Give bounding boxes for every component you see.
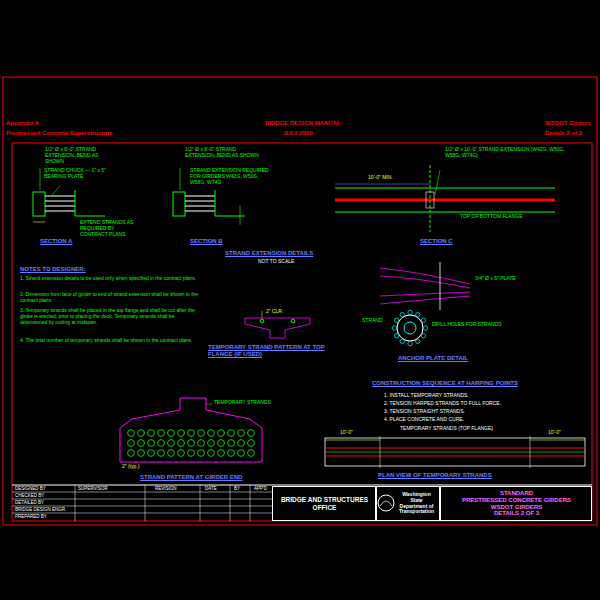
- view-heading: ANCHOR PLATE DETAIL: [398, 355, 468, 362]
- drawing-note: 2. Dimension from face of girder to end …: [20, 292, 200, 304]
- drawing-note: NOT TO SCALE: [258, 259, 294, 265]
- drawing-note: DATE: [205, 486, 217, 491]
- drawing-note: TEMPORARY STRANDS (TOP FLANGE): [400, 426, 493, 432]
- drawing-note: PREPARED BY: [15, 514, 47, 519]
- drawing-note: DRILL HOLES FOR STRANDS: [432, 322, 512, 328]
- drawing-note: APP'D: [254, 486, 267, 491]
- view-heading: NOTES TO DESIGNER:: [20, 266, 86, 273]
- drawing-note: 4. PLACE CONCRETE AND CURE.: [384, 417, 464, 423]
- wsdot-logo: [380, 501, 392, 506]
- title-text: BRIDGE AND STRUCTURES OFFICE: [277, 496, 372, 511]
- sheet-border: [3, 77, 597, 525]
- drawing-note: 10'-0": [548, 430, 561, 436]
- view-heading: SECTION B: [190, 238, 223, 245]
- drawing-note: CHECKED BY: [15, 493, 44, 498]
- drawing-note: 2. TENSION HARPED STRANDS TO FULL FORCE.: [384, 401, 501, 407]
- view-heading: STRAND PATTERN AT GIRDER END: [140, 474, 242, 481]
- anchor-plate-drawing: [380, 262, 470, 346]
- drawing-note: STRAND EXTENSION REQUIRED FOR GIRDERS W4…: [190, 168, 275, 185]
- title-block-cell: Washington State Department of Transport…: [376, 486, 440, 521]
- drawing-note: DETAILED BY: [15, 500, 44, 505]
- drawing-note: BRIDGE DESIGN ENGR.: [15, 507, 66, 512]
- title-text: DETAILS 2 OF 3: [445, 510, 588, 517]
- drawing-note: 2" (typ.): [122, 464, 139, 470]
- title-block-cell: BRIDGE AND STRUCTURES OFFICE: [272, 486, 376, 521]
- drawing-note: SUPERVISOR: [78, 486, 107, 491]
- view-heading: JULY 2000: [283, 130, 313, 137]
- drawing-note: 3. Temporary strands shall be placed in …: [20, 308, 200, 325]
- view-heading: WSDOT Girders: [545, 120, 590, 127]
- title-text: WSDOT GIRDERS: [445, 504, 588, 511]
- drawing-note: REVISION: [155, 486, 177, 491]
- view-heading: BRIDGE DESIGN MANUAL: [265, 120, 341, 127]
- title-text: Washington State Department of Transport…: [397, 492, 436, 515]
- drawing-note: STRAND CHUCK — 1" x 5" BEARING PLATE: [44, 168, 124, 180]
- drawing-note: STRAND: [362, 318, 383, 324]
- drawing-note: 1/2" Ø x 8'-0" STRAND EXTENSION, BEND AS…: [185, 147, 260, 159]
- view-heading: SECTION A: [40, 238, 72, 245]
- drawing-note: 1. Strand extension details to be used o…: [20, 276, 200, 282]
- view-heading: SECTION C: [420, 238, 453, 245]
- drawing-note: 4. The total number of temporary strands…: [20, 338, 200, 344]
- drawing-note: 1/2" Ø x 6'-0" STRAND EXTENSION, BEND AS…: [45, 147, 115, 164]
- section-c-drawing: [335, 165, 555, 232]
- drawing-note: BY: [234, 486, 240, 491]
- view-heading: Details 2 of 3: [545, 130, 582, 137]
- drawing-note: DESIGNED BY: [15, 486, 46, 491]
- view-heading: Prestressed Concrete Superstructure: [6, 130, 113, 137]
- title-block-cell: STANDARDPRESTRESSED CONCRETE GIRDERSWSDO…: [440, 486, 592, 521]
- view-heading: PLAN VIEW OF TEMPORARY STRANDS: [378, 472, 492, 479]
- drawing-note: EXTEND STRANDS AS REQUIRED BY CONTRACT P…: [80, 220, 140, 237]
- drawing-frame: [12, 143, 592, 521]
- plan-view-drawing: [325, 436, 585, 468]
- girder-section-drawing: [120, 398, 262, 462]
- view-heading: CONSTRUCTION SEQUENCE AT HARPING POINTS: [372, 380, 518, 387]
- view-heading: STRAND EXTENSION DETAILS: [225, 250, 313, 257]
- wsdot-logo: [378, 495, 394, 511]
- view-heading: Appendix A: [6, 120, 39, 127]
- drawing-note: 3. TENSION STRAIGHT STRANDS.: [384, 409, 465, 415]
- revision-table: [12, 485, 272, 521]
- drawing-note: 3/4" Ø x 6" PLATE: [475, 276, 545, 282]
- title-text: PRESTRESSED CONCRETE GIRDERS: [445, 497, 588, 504]
- drawing-note: TOP OF BOTTOM FLANGE: [460, 214, 523, 220]
- title-text: STANDARD: [445, 490, 588, 497]
- drawing-note: TEMPORARY STRANDS: [214, 400, 271, 406]
- drawing-note: 10'-0": [340, 430, 353, 436]
- drawing-note: 1. INSTALL TEMPORARY STRANDS.: [384, 393, 469, 399]
- drawing-note: 2" CLR.: [266, 309, 283, 315]
- drawing-note: 10'-0" MIN.: [368, 175, 393, 181]
- top-flange-drawing: [245, 311, 310, 338]
- view-heading: TEMPORARY STRAND PATTERN AT TOP FLANGE (…: [208, 344, 338, 358]
- drawing-note: 1/2" Ø x 10'-0" STRAND EXTENSION (W42G, …: [445, 147, 565, 159]
